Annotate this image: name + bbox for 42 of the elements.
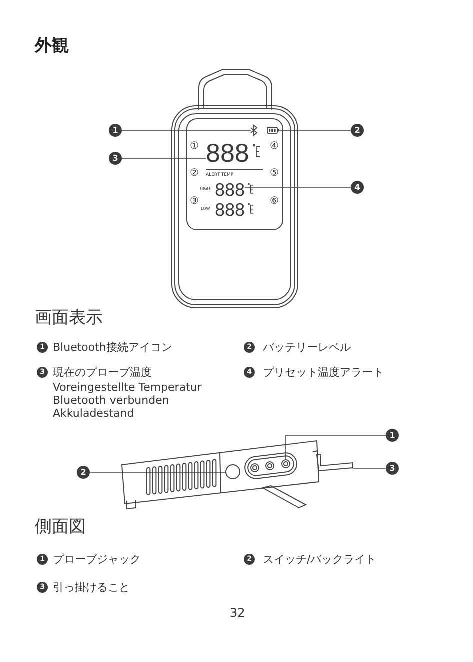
list-item: 引っ掛けること xyxy=(53,581,130,594)
list-item: プローブジャック xyxy=(53,553,141,566)
callout-number: 3 xyxy=(386,462,399,475)
leader-line xyxy=(122,158,206,159)
display-number: ④ xyxy=(270,141,279,153)
leader-line xyxy=(286,435,386,460)
temperature-digits: 888 xyxy=(215,201,246,219)
list-item: バッテリーレベル xyxy=(263,341,351,354)
callout-number: 4 xyxy=(351,181,364,194)
callout-number: 2 xyxy=(351,124,364,137)
display-number: ⑥ xyxy=(270,196,279,208)
probe-jack xyxy=(282,460,290,468)
callout-number: 1 xyxy=(386,429,399,442)
list-item: Voreingestellte Temperatur xyxy=(53,381,202,394)
list-item: Bluetooth接続アイコン xyxy=(53,341,172,354)
callout-number: 2 xyxy=(77,466,90,479)
page-title: 外観 xyxy=(35,36,69,56)
leader-line xyxy=(122,130,252,131)
bluetooth-icon xyxy=(250,124,258,136)
callout-number: 1 xyxy=(109,124,122,137)
page-number: 32 xyxy=(230,606,246,620)
list-item: プリセット温度アラート xyxy=(263,366,384,380)
leader-line xyxy=(90,472,226,473)
callout-number: 3 xyxy=(109,152,122,165)
leader-line xyxy=(352,468,386,469)
display-number: ① xyxy=(190,141,199,153)
power-button xyxy=(226,464,240,480)
list-item: 現在のプローブ温度 xyxy=(53,366,152,380)
list-item: Bluetooth verbunden xyxy=(53,394,170,408)
list-item: Akkuladestand xyxy=(53,407,134,420)
battery-icon xyxy=(267,127,280,134)
list-item: スイッチ/バックライト xyxy=(263,553,377,566)
leader-line xyxy=(279,130,352,131)
display-number: ⑤ xyxy=(270,168,279,180)
leader-line xyxy=(244,187,352,188)
section-heading: 側面図 xyxy=(35,517,86,538)
display-number: ③ xyxy=(190,196,199,208)
display-number: ② xyxy=(190,168,199,180)
temperature-digits: 888 xyxy=(206,140,250,166)
section-heading: 画面表示 xyxy=(35,308,103,328)
alert-temperature-digits: 888 xyxy=(215,181,246,199)
hanging-hook xyxy=(316,454,354,472)
